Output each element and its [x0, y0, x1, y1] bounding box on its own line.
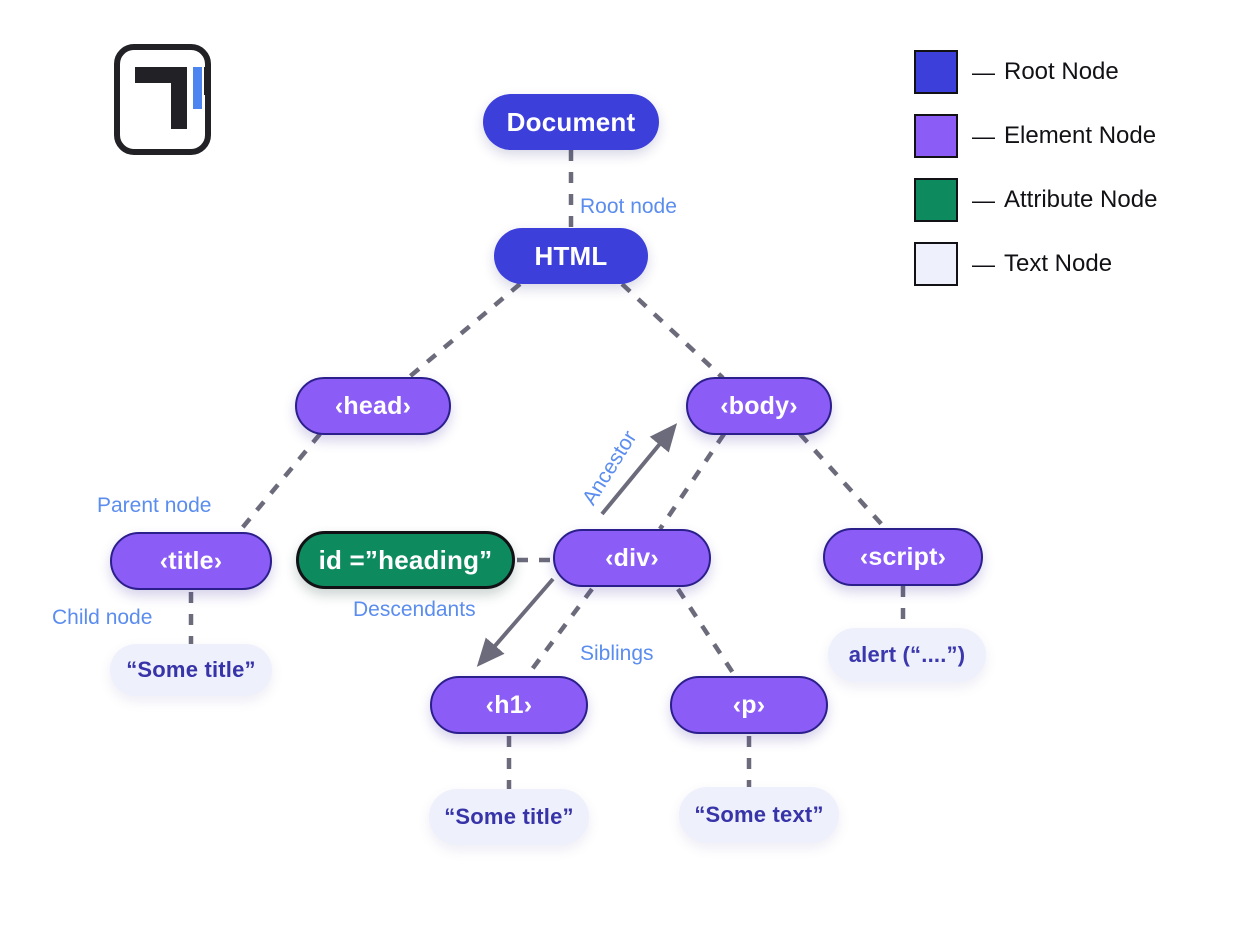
legend-item-root-node: — Root Node — [914, 40, 1214, 104]
node-text-p[interactable]: “Some text” — [679, 787, 839, 843]
legend-dash: — — [972, 58, 995, 85]
node-title[interactable]: ‹title› — [110, 532, 272, 590]
legend-swatch-root-node — [914, 50, 958, 94]
legend-swatch-attribute-node — [914, 178, 958, 222]
logo-accent-bar-icon — [193, 67, 202, 109]
edge-body-div — [658, 432, 726, 531]
node-div[interactable]: ‹div› — [553, 529, 711, 587]
node-attribute-id[interactable]: id =”heading” — [296, 531, 515, 589]
label-ancestor: Ancestor — [578, 426, 642, 510]
legend: — Root Node — Element Node — Attribute N… — [914, 40, 1214, 296]
node-head[interactable]: ‹head› — [295, 377, 451, 435]
node-body[interactable]: ‹body› — [686, 377, 832, 435]
edge-div-p — [676, 587, 737, 678]
legend-dash: — — [972, 186, 995, 213]
arrow-descendants — [476, 577, 555, 667]
logo-dark-bar-shape — [204, 67, 211, 95]
edge-head-title — [236, 432, 322, 535]
label-parent-node: Parent node — [97, 494, 212, 517]
node-p[interactable]: ‹p› — [670, 676, 828, 734]
edge-body-script — [798, 432, 887, 530]
edge-html-body — [620, 282, 725, 380]
node-text-alert[interactable]: alert (“....”) — [828, 628, 986, 682]
node-h1[interactable]: ‹h1› — [430, 676, 588, 734]
node-text-title[interactable]: “Some title” — [110, 644, 272, 696]
legend-label-text-node: Text Node — [1004, 250, 1113, 277]
logo-stem-shape — [171, 67, 187, 129]
legend-item-element-node: — Element Node — [914, 104, 1214, 168]
node-script[interactable]: ‹script› — [823, 528, 983, 586]
legend-item-text-node: — Text Node — [914, 232, 1214, 296]
legend-item-attribute-node: — Attribute Node — [914, 168, 1214, 232]
node-html[interactable]: HTML — [494, 228, 648, 284]
legend-label-element-node: Element Node — [1004, 122, 1157, 149]
brand-logo-icon — [114, 44, 211, 155]
label-root-node: Root node — [580, 195, 677, 218]
label-siblings: Siblings — [580, 642, 654, 665]
legend-dash: — — [972, 122, 995, 149]
edge-html-head — [406, 282, 522, 380]
legend-swatch-element-node — [914, 114, 958, 158]
node-document[interactable]: Document — [483, 94, 659, 150]
label-child-node: Child node — [52, 606, 153, 629]
legend-label-root-node: Root Node — [1004, 58, 1119, 85]
legend-dash: — — [972, 250, 995, 277]
node-text-h1[interactable]: “Some title” — [429, 789, 589, 845]
label-descendants: Descendants — [353, 598, 476, 621]
legend-swatch-text-node — [914, 242, 958, 286]
legend-label-attribute-node: Attribute Node — [1004, 186, 1158, 213]
